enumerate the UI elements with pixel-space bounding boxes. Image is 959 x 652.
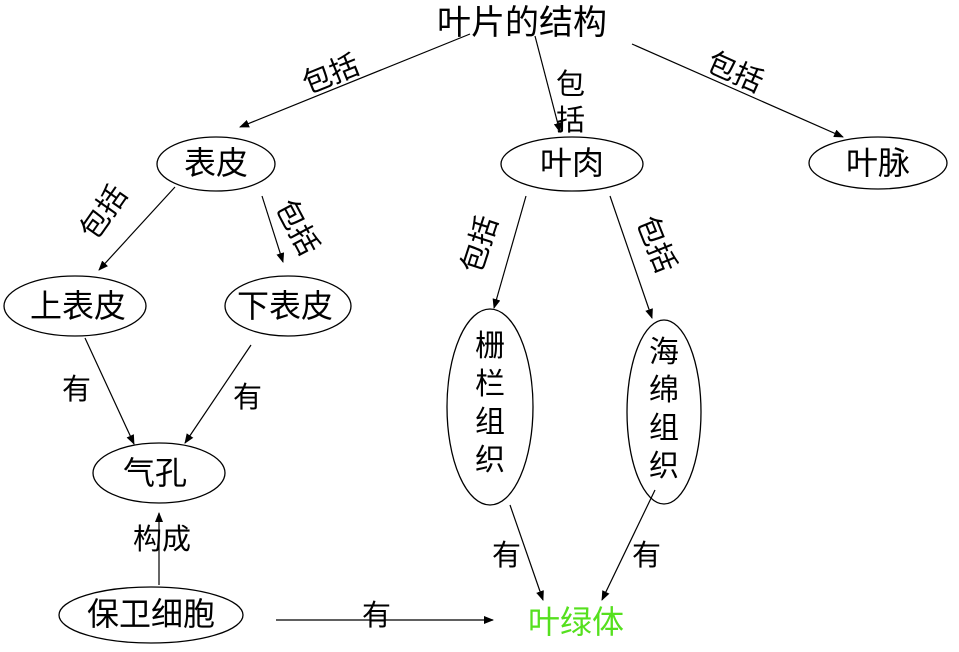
node-upper-epidermis-ellipse bbox=[3, 275, 147, 337]
diagram-title: 叶片的结构 bbox=[437, 3, 607, 43]
node-stoma: 气孔 bbox=[123, 454, 188, 492]
arrow-mesophyll-to-palisade bbox=[492, 195, 527, 309]
node-epidermis: 表皮 bbox=[184, 144, 249, 182]
arrow-upper-to-stoma bbox=[84, 337, 135, 445]
edge-label-has-lower: 有 bbox=[233, 380, 263, 414]
edge-label-includes-mesophyll: 包括 bbox=[556, 67, 586, 137]
node-palisade-ellipse bbox=[446, 308, 534, 506]
arrow-palisade-to-chloroplast bbox=[509, 504, 544, 601]
arrow-spongy-to-chloroplast bbox=[601, 489, 656, 601]
node-guard-cell: 保卫细胞 bbox=[87, 595, 216, 633]
arrow-mesophyll-to-spongy bbox=[609, 195, 653, 319]
node-chloroplast: 叶绿体 bbox=[528, 603, 625, 641]
node-guard-cell-ellipse bbox=[58, 586, 244, 644]
node-upper-epidermis: 上表皮 bbox=[30, 287, 127, 325]
node-stoma-ellipse bbox=[92, 442, 226, 504]
node-lower-epidermis-ellipse bbox=[224, 275, 352, 337]
node-vein-ellipse bbox=[808, 136, 948, 190]
arrow-title-to-mesophyll bbox=[534, 35, 562, 133]
node-spongy: 海绵组织 bbox=[649, 335, 679, 484]
arrow-epidermis-to-upper bbox=[98, 186, 176, 271]
arrow-lower-to-stoma bbox=[184, 344, 252, 444]
node-vein: 叶脉 bbox=[846, 144, 911, 182]
arrow-title-to-epidermis bbox=[239, 33, 471, 128]
node-mesophyll-ellipse bbox=[500, 136, 644, 192]
edge-label-has-spongy: 有 bbox=[632, 538, 662, 572]
node-lower-epidermis: 下表皮 bbox=[237, 287, 334, 325]
edge-label-has-guard-cell: 有 bbox=[362, 598, 392, 632]
node-palisade: 栅栏组织 bbox=[475, 329, 505, 478]
edge-label-has-upper: 有 bbox=[62, 372, 92, 406]
arrow-title-to-vein bbox=[631, 43, 844, 138]
node-epidermis-ellipse bbox=[156, 136, 276, 192]
node-spongy-ellipse bbox=[626, 319, 702, 505]
edge-label-forms: 构成 bbox=[133, 522, 192, 556]
node-mesophyll: 叶肉 bbox=[540, 144, 605, 182]
edge-label-has-palisade: 有 bbox=[492, 538, 522, 572]
arrow-epidermis-to-lower bbox=[261, 195, 285, 263]
